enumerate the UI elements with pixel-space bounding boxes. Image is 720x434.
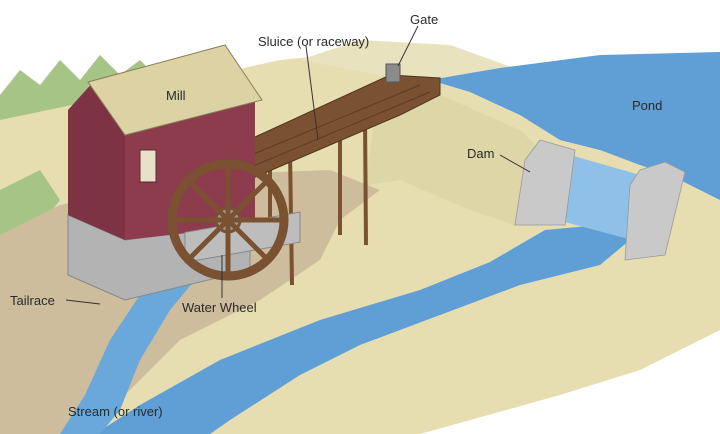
dam-spillway-water bbox=[565, 155, 640, 240]
label-dam: Dam bbox=[467, 146, 494, 161]
label-stream: Stream (or river) bbox=[68, 404, 163, 419]
gate-structure bbox=[385, 63, 401, 83]
leader-lines bbox=[65, 25, 531, 305]
dam-embankment bbox=[365, 85, 540, 225]
label-mill: Mill bbox=[166, 88, 186, 103]
label-gate: Gate bbox=[410, 12, 438, 27]
dam-pillar-left bbox=[514, 139, 576, 226]
label-sluice: Sluice (or raceway) bbox=[258, 34, 369, 49]
dam-pillar-right bbox=[624, 161, 686, 261]
stream bbox=[95, 225, 630, 434]
mill-window bbox=[139, 149, 157, 183]
mill-side-wall bbox=[125, 100, 255, 240]
pond bbox=[430, 52, 720, 200]
tailrace bbox=[60, 262, 205, 434]
label-tailrace: Tailrace bbox=[10, 293, 55, 308]
mill-roof bbox=[87, 44, 263, 136]
water-wheel bbox=[167, 159, 289, 281]
label-water-wheel: Water Wheel bbox=[182, 300, 257, 315]
label-pond: Pond bbox=[632, 98, 662, 113]
far-hill bbox=[300, 40, 520, 80]
mill-front-wall bbox=[68, 80, 125, 240]
